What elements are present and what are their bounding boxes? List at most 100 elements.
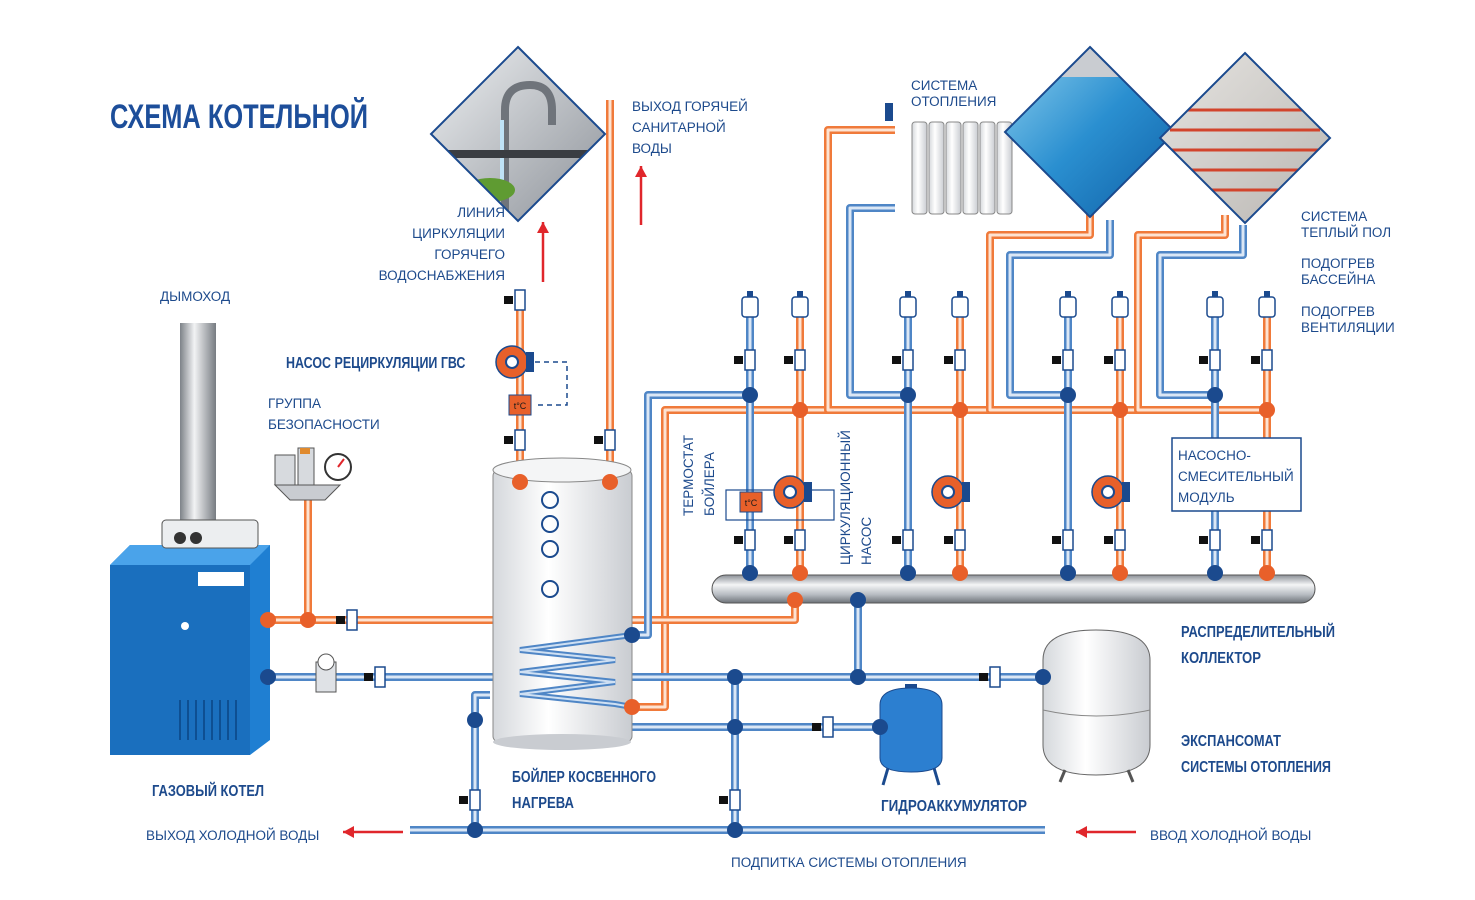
faucet-photo xyxy=(429,45,607,223)
label-safety-group-2: БЕЗОПАСНОСТИ xyxy=(268,417,380,432)
arrow-head-icon xyxy=(1076,826,1087,838)
label-floor-1: СИСТЕМА xyxy=(1301,209,1367,224)
valve-icon xyxy=(794,529,806,551)
air-vent-cap xyxy=(1065,291,1071,297)
valve-handle-icon xyxy=(734,356,743,364)
valve-icon xyxy=(1209,349,1221,371)
valve-handle-icon xyxy=(504,296,513,304)
valve-handle-icon xyxy=(594,436,603,444)
label-circ-pump-1: ЦИРКУЛЯЦИОННЫЙ xyxy=(838,430,853,565)
valve-icon xyxy=(1209,529,1221,551)
cold-pipe-core xyxy=(1158,225,1245,397)
label-vent-2: ВЕНТИЛЯЦИИ xyxy=(1301,320,1395,335)
arrow-head-icon xyxy=(343,826,354,838)
expansion-tank-icon xyxy=(1042,629,1151,783)
indirect-boiler-tank xyxy=(492,457,633,750)
label-indirect-2: НАГРЕВА xyxy=(512,795,574,812)
valve-icon xyxy=(729,789,741,811)
arrow-head-icon xyxy=(635,166,647,177)
underfloor-heating-photo xyxy=(1158,51,1332,225)
air-vent-icon xyxy=(1111,296,1129,318)
radiator-section xyxy=(979,121,996,215)
cold-junction-dot xyxy=(1060,387,1076,403)
hot-junction-dot xyxy=(787,592,803,608)
cold-junction-dot xyxy=(624,627,640,643)
hot-junction-dot xyxy=(1259,565,1275,581)
label-hot-out-3: ВОДЫ xyxy=(632,141,672,156)
label-indirect-1: БОЙЛЕР КОСВЕННОГО xyxy=(512,767,656,786)
cold-pipe-core xyxy=(473,693,490,830)
pump-rotor xyxy=(505,355,519,369)
thermostat-icon xyxy=(739,491,763,513)
air-vent-cap xyxy=(797,291,803,297)
thermo-head-icon xyxy=(885,103,893,121)
pump-rotor xyxy=(783,485,797,499)
hot-junction-dot xyxy=(792,402,808,418)
air-vent-icon xyxy=(951,296,969,318)
label-safety-group-1: ГРУППА xyxy=(268,396,321,411)
cold-junction-dot xyxy=(1207,387,1223,403)
safety-group xyxy=(273,447,352,501)
label-mixing-2: СМЕСИТЕЛЬНЫЙ xyxy=(1178,469,1294,484)
cold-junction-dot xyxy=(727,822,743,838)
gas-boiler-icon xyxy=(110,519,270,755)
valve-handle-icon xyxy=(1104,536,1113,544)
label-chimney: ДЫМОХОД xyxy=(160,289,230,304)
pump-motor xyxy=(804,482,812,502)
air-vent-cap xyxy=(747,291,753,297)
valve-icon xyxy=(954,529,966,551)
label-pool-2: БАССЕЙНА xyxy=(1301,272,1375,287)
label-dhw-line-3: ГОРЯЧЕГО xyxy=(434,247,505,262)
hot-junction-dot xyxy=(260,612,276,628)
air-vent-cap xyxy=(905,291,911,297)
valve-handle-icon xyxy=(812,723,821,731)
label-collector-2: КОЛЛЕКТОР xyxy=(1181,650,1261,667)
hot-junction-dot xyxy=(624,699,640,715)
thermostat-badge: t°C xyxy=(514,401,527,411)
label-dhw-line-4: ВОДОСНАБЖЕНИЯ xyxy=(379,268,505,283)
valve-icon xyxy=(902,349,914,371)
air-vent-icon xyxy=(741,296,759,318)
air-vent-cap xyxy=(957,291,963,297)
radiator-section xyxy=(911,121,928,215)
hot-junction-dot xyxy=(792,565,808,581)
valve-handle-icon xyxy=(1104,356,1113,364)
mixing-module-box xyxy=(1171,437,1302,512)
valve-icon xyxy=(604,429,616,451)
hot-junction-dot xyxy=(1259,402,1275,418)
valve-handle-icon xyxy=(892,536,901,544)
cold-junction-dot xyxy=(1035,669,1051,685)
valve-handle-icon xyxy=(1052,536,1061,544)
air-vent-icon xyxy=(1059,296,1077,318)
valve-icon xyxy=(1261,529,1273,551)
valve-icon xyxy=(514,289,526,311)
hot-junction-dot xyxy=(952,565,968,581)
valve-handle-icon xyxy=(459,796,468,804)
valve-icon xyxy=(989,666,1001,688)
label-hydro: ГИДРОАККУМУЛЯТОР xyxy=(881,798,1027,815)
valve-icon xyxy=(744,529,756,551)
cold-pipe-core xyxy=(1008,220,1112,397)
cold-junction-dot xyxy=(900,387,916,403)
label-gas-boiler: ГАЗОВЫЙ КОТЕЛ xyxy=(152,781,264,800)
label-collector-1: РАСПРЕДЕЛИТЕЛЬНЫЙ xyxy=(1181,622,1335,641)
label-circ-pump-2: НАСОС xyxy=(859,517,874,565)
label-dhw-recirc-pump: НАСОС РЕЦИРКУЛЯЦИИ ГВС xyxy=(286,355,465,373)
valve-icon xyxy=(794,349,806,371)
label-expansion-2: СИСТЕМЫ ОТОПЛЕНИЯ xyxy=(1181,759,1331,776)
chimney-icon xyxy=(180,323,216,523)
arrow-head-icon xyxy=(537,222,549,233)
valve-handle-icon xyxy=(1199,356,1208,364)
label-heating-1: СИСТЕМА xyxy=(911,78,977,93)
air-vent-icon xyxy=(1206,296,1224,318)
air-vent-icon xyxy=(1258,296,1276,318)
thermostat-icon xyxy=(508,394,532,416)
cold-junction-dot xyxy=(872,719,888,735)
hot-junction-dot xyxy=(602,474,618,490)
radiator-section xyxy=(962,121,979,215)
cold-pipe-core xyxy=(848,206,908,397)
hot-pipe-core xyxy=(1136,215,1267,412)
hot-junction-dot xyxy=(952,402,968,418)
cold-junction-dot xyxy=(260,669,276,685)
